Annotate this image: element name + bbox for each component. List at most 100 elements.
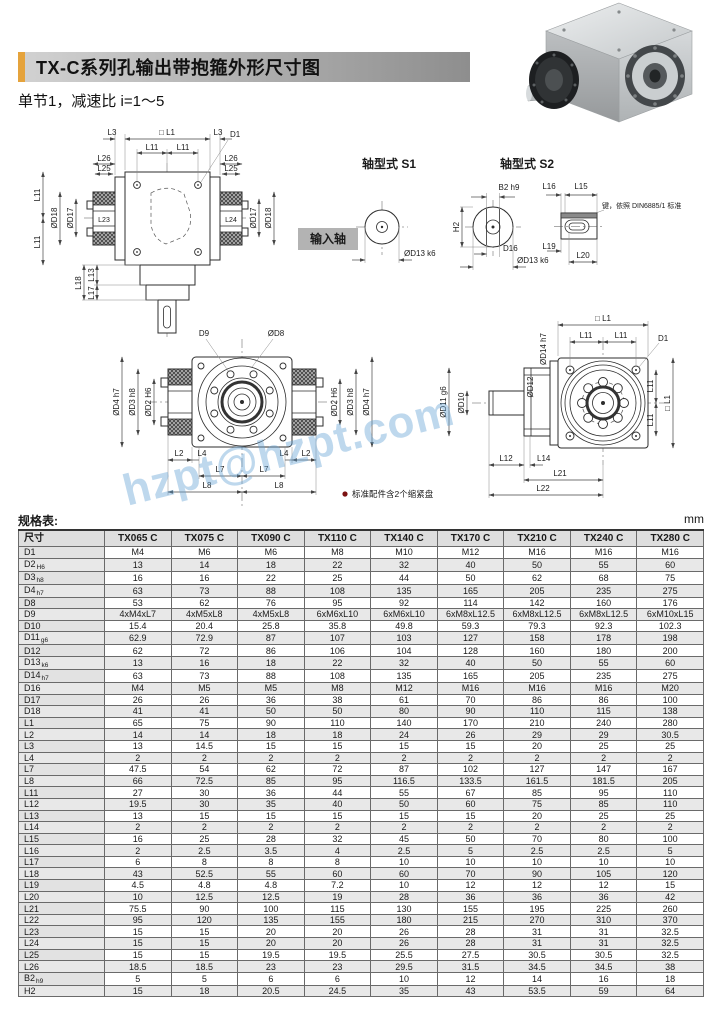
value-cell: 116.5 (370, 774, 438, 788)
value-cell: 26 (436, 728, 505, 741)
dim-label: ØD3 h8 (346, 388, 355, 416)
value-cell: 35 (370, 984, 438, 998)
value-cell: 15 (303, 809, 372, 823)
value-cell: 76 (237, 596, 305, 610)
value-cell: 6 (303, 971, 372, 986)
value-cell: 12.5 (170, 890, 239, 904)
value-cell: 165 (436, 583, 505, 598)
dim-label: ØD12 (526, 376, 535, 397)
value-cell: 135 (237, 913, 305, 927)
dim-cell: D1 (18, 546, 105, 559)
title-accent-bar (18, 52, 25, 82)
value-cell: 35 (237, 797, 305, 811)
value-cell: 16 (104, 832, 172, 846)
value-cell: 60 (636, 557, 704, 572)
dim-cell: L12 (18, 797, 105, 811)
value-cell: 15 (303, 739, 372, 753)
dim-label: ØD18 (50, 207, 59, 228)
value-cell: 80 (569, 832, 638, 846)
value-cell: 20.4 (170, 619, 239, 633)
value-cell: 75.5 (104, 902, 172, 915)
value-cell: 62 (237, 763, 305, 776)
value-cell: 29 (569, 728, 638, 741)
value-cell: 95 (569, 786, 638, 799)
value-cell: 18 (237, 655, 305, 670)
value-cell: 22 (303, 655, 372, 670)
value-cell: 60 (370, 867, 438, 881)
dim-label: ØD2 H6 (144, 387, 153, 416)
dim-label: L11 (33, 235, 42, 248)
value-cell: 34.5 (503, 960, 571, 973)
value-cell: 2 (569, 821, 638, 834)
value-cell: 60 (303, 867, 372, 881)
value-cell: 85 (237, 774, 305, 788)
dim-label: L3 (108, 128, 117, 137)
dim-cell: L4 (18, 751, 105, 765)
value-cell: 4.8 (237, 879, 305, 892)
dim-label: L11 (177, 143, 190, 152)
value-cell: 2 (104, 844, 172, 857)
column-header: TX280 C (636, 529, 704, 547)
value-cell: 15 (104, 925, 172, 939)
dim-label: L19 (542, 242, 556, 251)
dim-cell: H2 (18, 984, 105, 998)
value-cell: 10 (569, 855, 638, 869)
value-cell: 180 (370, 913, 438, 927)
value-cell: 90 (170, 902, 239, 915)
value-cell: 4.5 (104, 879, 172, 892)
value-cell: 38 (636, 960, 704, 973)
dim-label: L17 (87, 286, 96, 300)
product-photo (526, 2, 693, 123)
value-cell: 32 (370, 655, 438, 670)
value-cell: 176 (636, 596, 704, 610)
dim-cell: D14h7 (18, 668, 105, 683)
value-cell: 90 (436, 705, 505, 718)
value-cell: 87 (237, 631, 305, 646)
value-cell: 26 (370, 925, 438, 939)
value-cell: 7.2 (303, 879, 372, 892)
dim-cell: D10 (18, 619, 105, 633)
value-cell: M16 (569, 681, 638, 695)
dim-label: ØD13 k6 (404, 249, 436, 258)
dim-label: ØD10 (457, 392, 466, 413)
value-cell: 32.5 (636, 948, 704, 962)
shaft-type-s2-drawing: 轴型式 S2 B2 h9 H2 D16 ØD13 k6 L16 L15 键，依照… (452, 156, 681, 270)
unit-label: mm (684, 512, 704, 526)
value-cell: 2.5 (170, 844, 239, 857)
value-cell: 104 (370, 644, 438, 657)
column-header: TX075 C (170, 529, 239, 547)
value-cell: 12 (503, 879, 571, 892)
value-cell: 20 (237, 925, 305, 939)
dim-cell: L16 (18, 844, 105, 857)
value-cell: 19.5 (303, 948, 372, 962)
value-cell: 110 (503, 705, 571, 718)
value-cell: 34.5 (569, 960, 638, 973)
column-header: TX065 C (104, 529, 172, 547)
value-cell: 62 (503, 570, 571, 585)
value-cell: 28 (370, 890, 438, 904)
value-cell: 15 (170, 925, 239, 939)
value-cell: 16 (569, 971, 638, 986)
dim-cell: L22 (18, 913, 105, 927)
value-cell: 15 (237, 809, 305, 823)
value-cell: 20.5 (237, 984, 305, 998)
value-cell: 36 (237, 693, 305, 707)
column-header: TX090 C (237, 529, 305, 547)
value-cell: M16 (503, 681, 571, 695)
value-cell: 95 (104, 913, 172, 927)
value-cell: 30.5 (636, 728, 704, 741)
value-cell: 147 (569, 763, 638, 776)
value-cell: 70 (436, 693, 505, 707)
value-cell: 73 (170, 583, 239, 598)
dim-label: L13 (87, 268, 96, 282)
value-cell: 14 (503, 971, 571, 986)
value-cell: 20 (303, 937, 372, 950)
gearbox-photo (526, 2, 693, 123)
value-cell: 63 (104, 668, 172, 683)
